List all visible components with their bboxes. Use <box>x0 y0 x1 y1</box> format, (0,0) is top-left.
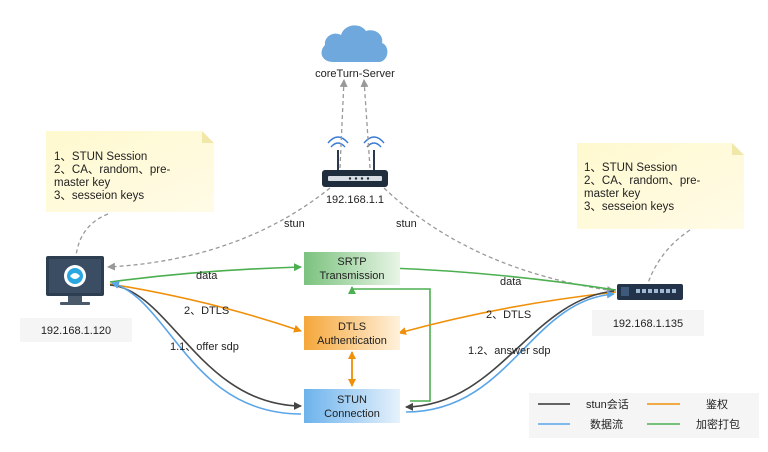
srtp-box-subtitle: Transmission <box>320 270 385 282</box>
legend-label-encrypt: 加密打包 <box>696 417 740 431</box>
ip-label-box-left <box>20 318 132 342</box>
legend-label-auth: 鉴权 <box>706 398 728 411</box>
note-left-line: 3、sesseion keys <box>54 190 144 202</box>
note-right-line: 2、CA、random、pre- <box>584 175 700 187</box>
client-left-ip: 192.168.1.120 <box>41 325 111 337</box>
note-right-line: 3、sesseion keys <box>584 201 674 213</box>
desktop-computer-icon <box>46 256 104 305</box>
dtls-box-title: DTLS <box>338 321 366 333</box>
legend-label-data: 数据流 <box>590 417 623 431</box>
edge-label-dtls-right: 2、DTLS <box>486 309 531 321</box>
note-right-line: master key <box>584 188 640 200</box>
edge-label-offer: 1.1、offer sdp <box>170 341 239 353</box>
router-icon <box>322 136 388 187</box>
note-right: 1、STUN Session 2、CA、random、pre- master k… <box>577 143 744 229</box>
dtls-box: DTLS Authentication <box>304 316 400 350</box>
note-left-line: 2、CA、random、pre- <box>54 164 170 176</box>
edge-label-stun-right: stun <box>396 218 417 230</box>
legend-label-stun: stun会话 <box>586 398 629 411</box>
router-ip: 192.168.1.1 <box>326 194 384 206</box>
encrypt-arrows <box>109 263 617 402</box>
edge-label-dtls-left: 2、DTLS <box>184 305 229 317</box>
edge-label-data-left: data <box>196 270 218 282</box>
dtls-box-subtitle: Authentication <box>317 335 387 347</box>
stun-box-subtitle: Connection <box>324 408 380 420</box>
note-right-line: 1、STUN Session <box>584 162 677 174</box>
srtp-box-title: SRTP <box>337 256 366 268</box>
client-right-ip: 192.168.1.135 <box>613 318 683 330</box>
dtls-arrows <box>109 283 617 387</box>
srtp-box: SRTP Transmission <box>304 252 400 285</box>
note-left-line: master key <box>54 177 110 189</box>
ip-label-box-right <box>592 310 704 336</box>
network-switch-icon <box>617 284 683 300</box>
note-left: 1、STUN Session 2、CA、random、pre- master k… <box>46 131 214 212</box>
stun-box: STUN Connection <box>304 389 400 423</box>
stun-box-title: STUN <box>337 394 367 406</box>
legend: stun会话 鉴权 数据流 加密打包 <box>529 393 759 438</box>
edge-label-stun-left: stun <box>284 218 305 230</box>
edge-label-answer: 1.2、answer sdp <box>468 345 551 357</box>
server-label: coreTurn-Server <box>315 68 395 80</box>
note-left-line: 1、STUN Session <box>54 151 147 163</box>
edge-label-data-right: data <box>500 276 522 288</box>
stun-arrows <box>109 281 615 415</box>
cloud-server-icon <box>321 25 388 62</box>
